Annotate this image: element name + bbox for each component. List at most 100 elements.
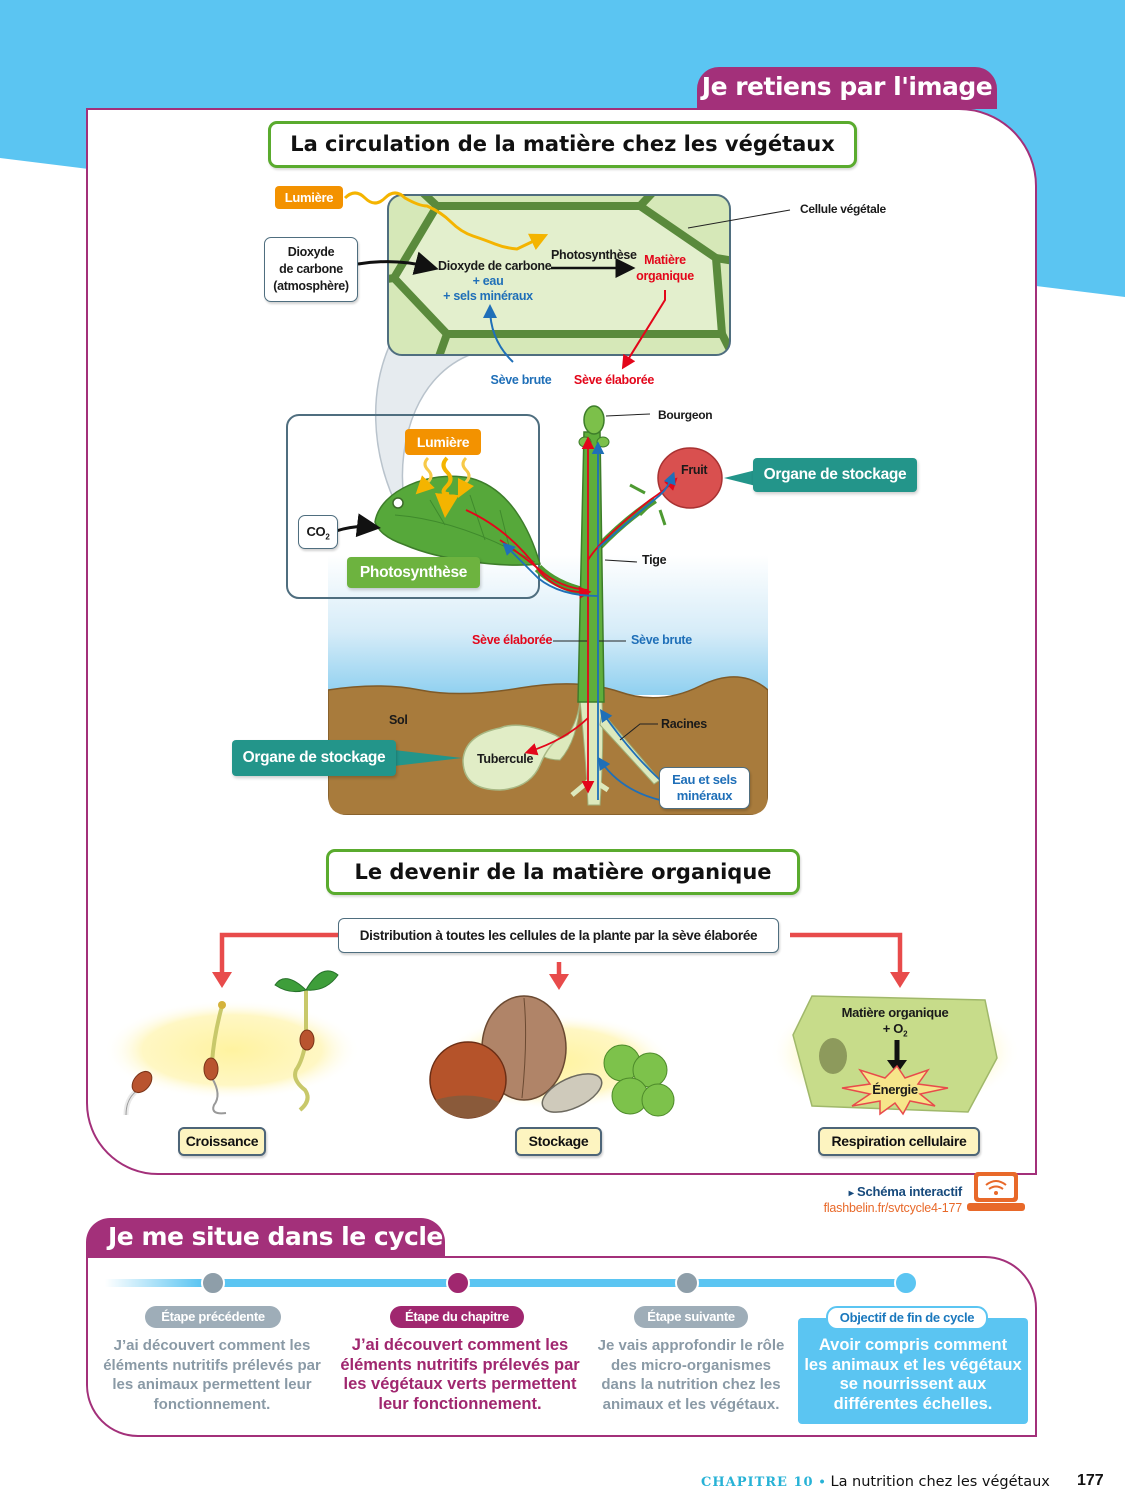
step-text-next: Je vais approfondir le rôle des micro-or… <box>586 1336 796 1414</box>
co2-subscript: 2 <box>325 532 330 542</box>
processed-sap-label-cell: Sève élaborée <box>573 373 655 387</box>
processed-sap-label-stem: Sève élaborée <box>472 633 553 647</box>
storage-organ-tuber: Organe de stockage <box>232 740 396 776</box>
co2-source-line: Dioxyde <box>287 245 335 259</box>
respiration-illustration <box>770 990 1020 1116</box>
growth-illustration <box>104 970 360 1116</box>
goal-box <box>798 1318 1028 1424</box>
respiration-oxygen: + O2 <box>855 1021 935 1042</box>
cell-label: Cellule végétale <box>800 202 886 216</box>
soil-label: Sol <box>389 713 408 727</box>
step-line: les animaux permettent leur <box>112 1376 312 1393</box>
tuber-label: Tubercule <box>477 752 534 766</box>
distribution-text: Distribution à toutes les cellules de la… <box>359 928 758 943</box>
stoma <box>392 497 404 509</box>
interactive-url[interactable]: flashbelin.fr/svtcycle4-177 <box>823 1201 963 1215</box>
step-line: fonctionnement. <box>153 1395 271 1413</box>
tuber <box>462 724 562 791</box>
respiration-energy: Énergie <box>872 1082 918 1097</box>
raw-sap-label-cell: Sève brute <box>490 373 552 387</box>
oxygen-subscript: 2 <box>903 1029 908 1039</box>
footer-separator: • <box>819 1473 825 1489</box>
reactant-co2: Dioxyde de carbone <box>438 259 552 273</box>
step-line: animaux et les végétaux. <box>602 1395 780 1413</box>
zoom-connector <box>375 339 479 501</box>
storage-organ-fruit: Organe de stockage <box>753 458 917 492</box>
step-line: J’ai découvert comment les <box>113 1337 311 1354</box>
step-line: Je vais approfondir le rôle <box>597 1337 785 1354</box>
co2-input-arrow <box>357 251 439 275</box>
timeline-dot-next <box>675 1271 699 1295</box>
storage-pointer-tuber <box>394 750 462 766</box>
fate-title: Le devenir de la matière organique <box>326 849 800 895</box>
distribution-box: Distribution à toutes les cellules de la… <box>338 918 779 953</box>
reactant-water: + eau <box>472 274 504 288</box>
laptop-wifi-icon <box>967 1172 1025 1211</box>
step-line: les animaux et les végétaux <box>804 1355 1022 1374</box>
product-organic-matter: Matière organique <box>625 252 705 284</box>
water-minerals-line: Eau et sels <box>672 772 737 787</box>
water-minerals-line: minéraux <box>676 788 733 803</box>
respiration-reactant: Matière organique <box>841 1005 949 1020</box>
outcome-respiration: Respiration cellulaire <box>818 1127 980 1156</box>
timeline-dot-previous <box>201 1271 225 1295</box>
distribution-arrows <box>212 932 910 990</box>
photosynthesis-label-cell: Photosynthèse <box>551 248 637 262</box>
leaf-zoom-frame <box>286 414 540 599</box>
step-badge-goal: Objectif de fin de cycle <box>826 1306 988 1330</box>
product-line: organique <box>636 269 694 283</box>
co2-source-line: (atmosphère) <box>273 279 349 293</box>
step-line: éléments nutritifs prélevés par <box>340 1355 580 1374</box>
raw-sap-arrow <box>483 304 514 363</box>
stem-label: Tige <box>642 553 667 567</box>
light-label-cell: Lumière <box>275 186 343 209</box>
product-line: Matière <box>644 253 686 267</box>
step-text-goal: Avoir compris comment les animaux et les… <box>798 1336 1028 1414</box>
leader-lines <box>553 413 658 741</box>
step-badge-current: Étape du chapitre <box>390 1306 524 1328</box>
pea <box>641 1083 675 1117</box>
cycle-timeline <box>105 1271 918 1295</box>
reactant-minerals: + sels minéraux <box>443 289 533 303</box>
energy-starburst <box>841 1064 949 1116</box>
sap-flows <box>465 436 678 801</box>
timeline-dot-current <box>446 1271 470 1295</box>
co2-box: CO2 <box>298 515 338 549</box>
co2-source-box: Dioxyde de carbone (atmosphère) <box>264 237 358 302</box>
raw-sap-label-stem: Sève brute <box>631 633 692 647</box>
page-number: 177 <box>1077 1472 1104 1489</box>
fruit <box>657 447 723 509</box>
co2-leaf-arrow <box>335 513 381 538</box>
step-line: éléments nutritifs prélevés par <box>103 1356 321 1374</box>
processed-sap-arrow <box>621 290 666 370</box>
page-footer: CHAPITRE 10 • La nutrition chez les végé… <box>701 1473 1050 1490</box>
sunflower-seed <box>541 1073 603 1113</box>
roots-label: Racines <box>661 717 707 731</box>
interactive-schema-link[interactable]: ▸ Schéma interactif <box>849 1184 962 1199</box>
timeline-dot-goal <box>894 1271 918 1295</box>
co2-source-line: de carbone <box>279 262 343 276</box>
circulation-title: La circulation de la matière chez les vé… <box>268 121 857 168</box>
step-badge-previous: Étape précédente <box>145 1306 281 1328</box>
cell-label-line <box>687 209 791 229</box>
step-text-previous: J’ai découvert comment les éléments nutr… <box>96 1336 328 1414</box>
light-ray <box>435 456 459 518</box>
nucleus <box>819 1038 847 1074</box>
light-wave-arrow <box>343 191 549 251</box>
timeline-bar <box>105 1279 906 1287</box>
step-badge-next: Étape suivante <box>634 1306 748 1328</box>
light-ray <box>415 456 435 495</box>
light-label-leaf: Lumière <box>405 429 481 455</box>
oxygen-text: + O <box>882 1021 904 1036</box>
bud-label: Bourgeon <box>658 408 713 422</box>
storage-illustration <box>429 995 675 1119</box>
fruit-label: Fruit <box>681 463 708 477</box>
footer-chapter-title: La nutrition chez les végétaux <box>830 1474 1050 1490</box>
outcome-growth: Croissance <box>178 1127 266 1156</box>
play-triangle-icon: ▸ <box>848 1188 854 1199</box>
co2-text: CO <box>306 524 326 539</box>
bud <box>583 405 605 435</box>
step-line: les végétaux verts permettent <box>343 1375 577 1393</box>
outcome-storage: Stockage <box>515 1127 602 1156</box>
